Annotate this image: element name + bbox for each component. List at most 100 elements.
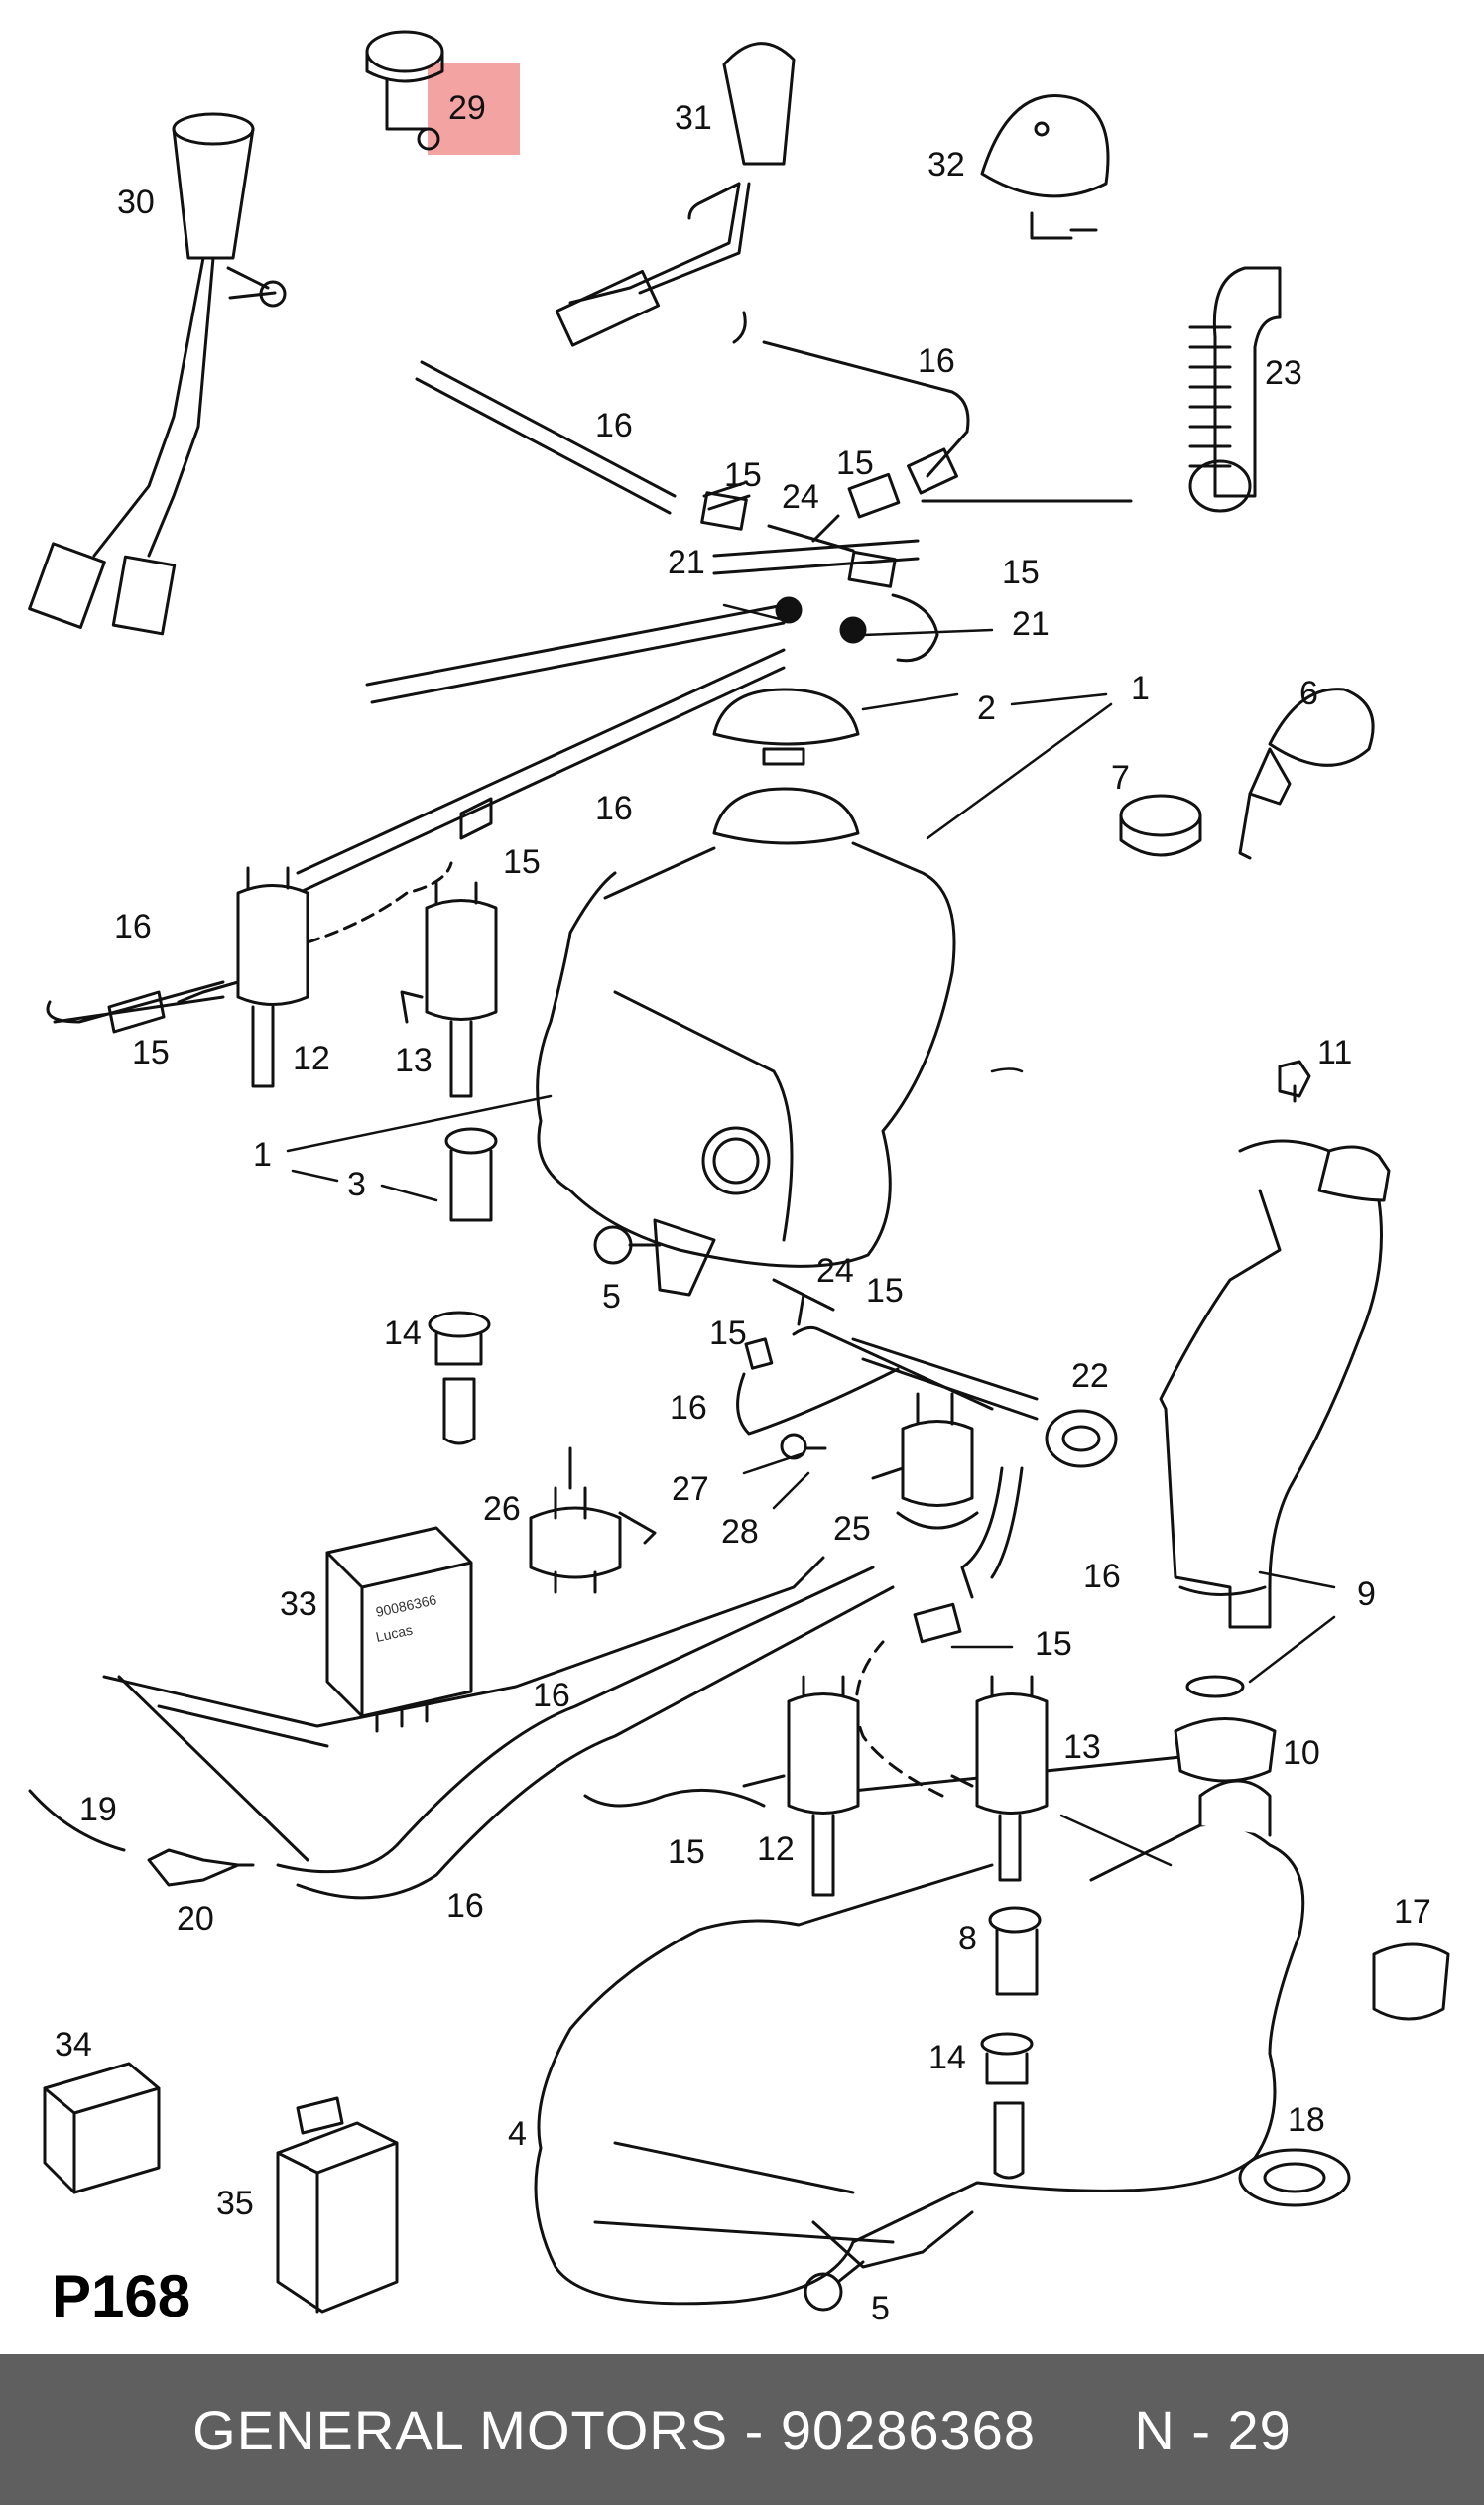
- footer-bar: GENERAL MOTORS - 90286368 N - 29: [0, 2354, 1484, 2505]
- callout-6: 6: [1299, 675, 1318, 712]
- callout-16: 16: [670, 1389, 707, 1427]
- callout-1: 1: [253, 1136, 272, 1174]
- part-17-grommet: [1372, 1942, 1450, 2021]
- part-6-level-sensor: [1238, 688, 1375, 860]
- callout-24: 24: [816, 1252, 854, 1290]
- callout-13: 13: [1063, 1728, 1101, 1766]
- callout-15: 15: [709, 1315, 747, 1352]
- part-25-pump: [871, 1392, 979, 1530]
- part-33-relay: [325, 1526, 473, 1733]
- callout-23: 23: [1265, 354, 1302, 392]
- callout-20: 20: [177, 1900, 214, 1938]
- callout-34: 34: [55, 2026, 92, 2064]
- page-code: P168: [52, 2263, 190, 2329]
- callout-14: 14: [928, 2039, 966, 2076]
- callout-22: 22: [1071, 1357, 1109, 1395]
- part-12-pump-upper: [177, 866, 309, 1088]
- part-10-collar: [1174, 1717, 1277, 1783]
- callout-26: 26: [483, 1490, 521, 1528]
- callout-7: 7: [1111, 759, 1130, 797]
- callout-labels: 29 30 31 32 23 16 16 15 15 24 15 21 21 2…: [55, 89, 1431, 2327]
- callout-19: 19: [79, 1791, 117, 1828]
- footer-part-number: 90286368: [780, 2398, 1036, 2461]
- part-12-pump-lower: [742, 1675, 860, 1897]
- callout-5: 5: [871, 2290, 890, 2327]
- callout-24: 24: [782, 478, 819, 516]
- part-20-check-valve: [147, 1848, 255, 1887]
- part-14-strainer: [428, 1311, 491, 1445]
- callout-15: 15: [503, 843, 541, 881]
- callout-18: 18: [1288, 2101, 1325, 2139]
- part-2-reservoir-cap: [712, 688, 860, 766]
- callout-15: 15: [1035, 1625, 1072, 1663]
- part-14-strainer-lower: [980, 2032, 1034, 2180]
- callout-31: 31: [675, 99, 712, 137]
- part-5-screw-lower: [804, 2260, 865, 2312]
- callout-16: 16: [1083, 1558, 1121, 1595]
- footer-position: N - 29: [1134, 2398, 1292, 2461]
- part-35-relay: [276, 2096, 399, 2314]
- dashed-hose-upper: [306, 861, 453, 944]
- part-32-check-valve: [980, 94, 1110, 240]
- callout-16: 16: [595, 407, 633, 444]
- callout-16: 16: [446, 1887, 484, 1925]
- part-29-washer-nozzle: [365, 30, 444, 151]
- exploded-parts-diagram: 90086366 Lucas 29 30 31 32 23 16 16 15 1…: [28, 30, 1450, 2329]
- part-23-corrugated-hose: [1188, 266, 1282, 513]
- callout-15: 15: [866, 1272, 904, 1310]
- callout-15: 15: [724, 456, 762, 494]
- footer-separator: -: [728, 2398, 781, 2461]
- part-11-bolt: [1278, 1060, 1311, 1103]
- callout-16: 16: [918, 342, 955, 380]
- part-3-filter: [444, 1127, 498, 1222]
- callout-10: 10: [1283, 1734, 1320, 1772]
- callout-25: 25: [833, 1510, 871, 1548]
- callout-11: 11: [1317, 1034, 1352, 1071]
- callout-12: 12: [757, 1830, 795, 1868]
- part-31-nozzle: [555, 42, 796, 347]
- part-13-pump-lower: [950, 1675, 1049, 1882]
- part-9-filler-neck: [1159, 1139, 1391, 1698]
- part-5-screw: [593, 1225, 662, 1265]
- callout-15: 15: [668, 1833, 705, 1871]
- callout-32: 32: [928, 146, 965, 184]
- callout-8: 8: [958, 1920, 977, 1957]
- callout-29: 29: [448, 89, 486, 127]
- callout-28: 28: [721, 1513, 759, 1551]
- part-24-t-connector: [772, 1278, 835, 1326]
- callout-4: 4: [508, 2115, 527, 2153]
- part-4-reservoir-lower: [534, 1779, 1305, 2306]
- callout-13: 13: [395, 1042, 433, 1079]
- callout-16: 16: [533, 1677, 570, 1714]
- callout-27: 27: [672, 1470, 709, 1508]
- callout-1: 1: [1131, 670, 1150, 707]
- footer-brand: GENERAL MOTORS: [192, 2398, 729, 2461]
- callout-33: 33: [280, 1585, 317, 1623]
- svg-text:Lucas: Lucas: [374, 1622, 414, 1645]
- highlight-box-29: [428, 63, 520, 155]
- callout-3: 3: [347, 1166, 366, 1203]
- callout-16: 16: [114, 908, 152, 945]
- part-30-nozzle-harness: [28, 112, 287, 636]
- footer-gap: [1036, 2398, 1134, 2462]
- callout-9: 9: [1357, 1575, 1376, 1613]
- part-7-grommet: [1119, 794, 1202, 857]
- callout-30: 30: [117, 184, 155, 221]
- callout-15: 15: [1002, 554, 1040, 591]
- callout-21: 21: [1012, 605, 1050, 643]
- leader-lines: [286, 603, 1336, 1867]
- callout-14: 14: [384, 1315, 422, 1352]
- part-1-reservoir-upper: [536, 787, 956, 1297]
- callout-5: 5: [602, 1278, 621, 1315]
- part-26-pump: [529, 1446, 657, 1594]
- part-22-grommet: [1045, 1409, 1118, 1468]
- callout-17: 17: [1394, 1893, 1431, 1931]
- hose-network-upper: [46, 311, 1133, 1034]
- part-27-screw: [780, 1433, 827, 1460]
- callout-16: 16: [595, 790, 633, 827]
- part-13-pump-upper: [400, 881, 498, 1098]
- part-18-seal: [1238, 2148, 1351, 2207]
- callout-15: 15: [132, 1034, 170, 1071]
- callout-35: 35: [216, 2185, 254, 2222]
- callout-12: 12: [293, 1040, 330, 1077]
